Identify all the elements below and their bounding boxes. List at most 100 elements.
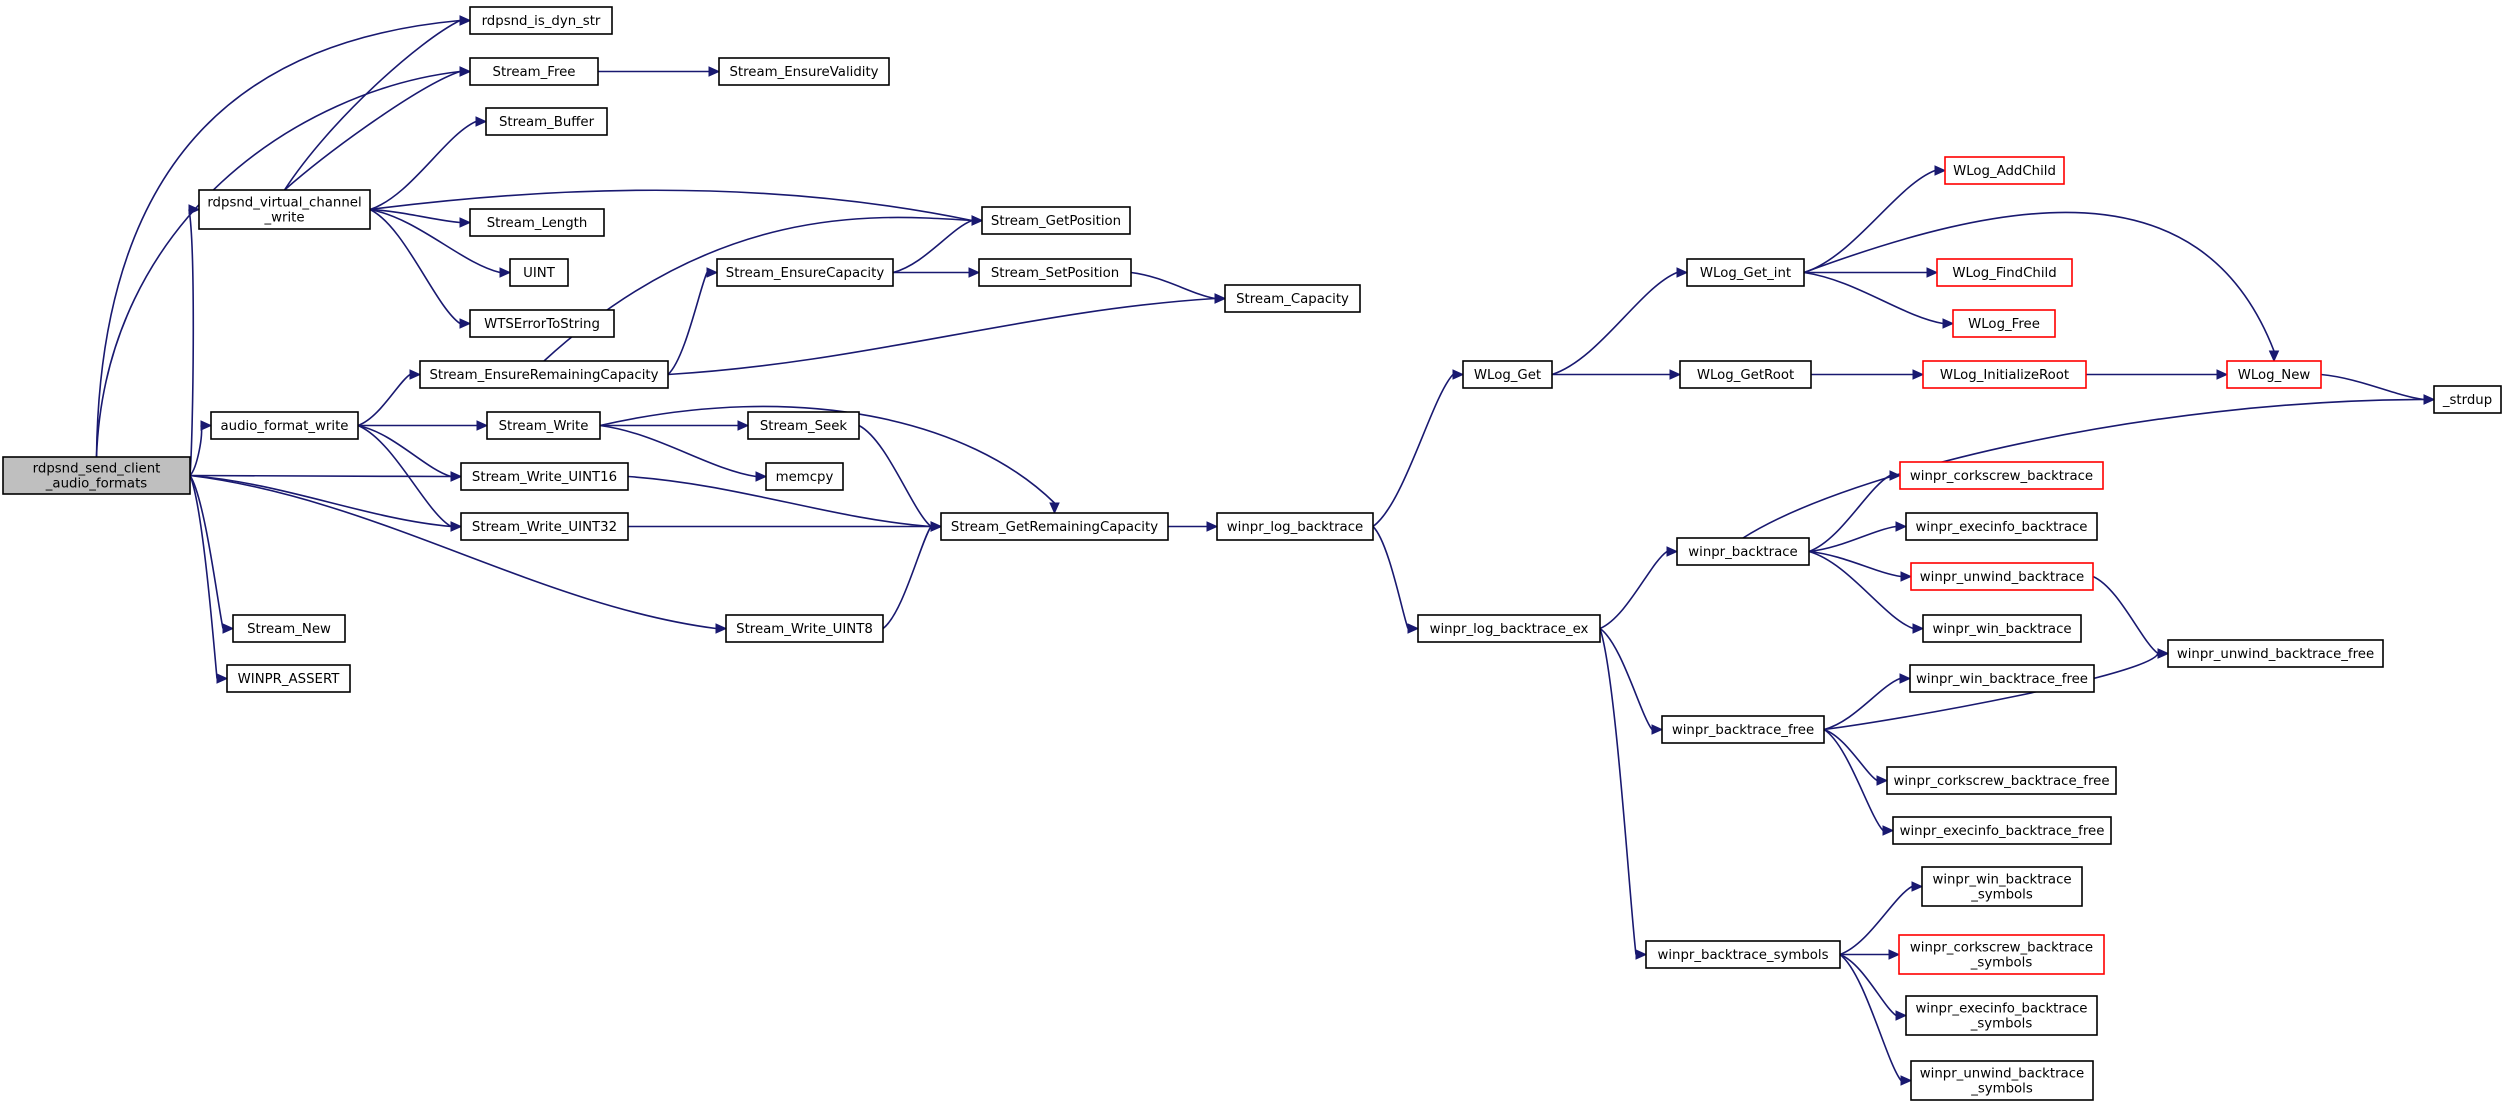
node-getroot[interactable]: WLog_GetRoot (1679, 360, 1812, 389)
node-box (1936, 258, 2073, 287)
node-label: rdpsnd_virtual_channel (207, 196, 361, 211)
edge-arrowhead (1635, 949, 1648, 960)
node-box (1462, 360, 1553, 389)
node-capacity[interactable]: Stream_Capacity (1224, 284, 1361, 313)
node-w16[interactable]: Stream_Write_UINT16 (460, 462, 629, 491)
node-assert[interactable]: WINPR_ASSERT (226, 664, 351, 693)
node-afw[interactable]: audio_format_write (210, 411, 359, 440)
node-unwfree[interactable]: winpr_unwind_backtrace_free (2167, 639, 2384, 668)
node-w8[interactable]: Stream_Write_UINT8 (725, 614, 884, 643)
edge-bt-to-strdup (1742, 394, 2436, 539)
node-strdup[interactable]: _strdup (2433, 385, 2502, 414)
node-logbtex[interactable]: winpr_log_backtrace_ex (1417, 614, 1601, 643)
node-getrem[interactable]: Stream_GetRemainingCapacity (940, 512, 1169, 541)
node-box (2, 456, 191, 495)
edge-root-to-afw (189, 420, 213, 477)
edge-arrowhead (1882, 825, 1895, 836)
node-label: _symbols (1970, 1017, 2033, 1032)
edge-arrowhead (1049, 502, 1060, 515)
node-box (978, 258, 1132, 287)
node-is_dyn[interactable]: rdpsnd_is_dyn_str (469, 6, 613, 35)
node-initroot[interactable]: WLog_InitializeRoot (1922, 360, 2087, 389)
node-wlognew[interactable]: WLog_New (2226, 360, 2322, 389)
node-box (765, 462, 844, 491)
node-unwbt[interactable]: winpr_unwind_backtrace (1910, 562, 2094, 591)
node-length[interactable]: Stream_Length (469, 208, 605, 237)
node-ensurecap[interactable]: Stream_EnsureCapacity (716, 258, 894, 287)
node-seek[interactable]: Stream_Seek (747, 411, 860, 440)
node-execsym[interactable]: winpr_execinfo_backtrace_symbols (1905, 995, 2098, 1036)
edge-logbtex-to-bt (1599, 546, 1679, 630)
edge-root-to-w8 (189, 474, 728, 634)
edge-line (369, 208, 461, 325)
edge-line (1551, 271, 1678, 376)
node-wlogget[interactable]: WLog_Get (1462, 360, 1553, 389)
node-free[interactable]: Stream_Free (469, 57, 599, 86)
edge-seek-to-getrem (858, 424, 943, 532)
node-ensremcap[interactable]: Stream_EnsureRemainingCapacity (419, 360, 669, 389)
node-findchild[interactable]: WLog_FindChild (1936, 258, 2073, 287)
edge-vcw-to-wts (369, 208, 472, 329)
node-label: winpr_unwind_backtrace (1920, 1067, 2084, 1082)
edge-ensremcap-to-ensurecap (667, 267, 719, 376)
edge-line (1599, 628, 1637, 955)
node-btsym[interactable]: winpr_backtrace_symbols (1645, 940, 1841, 969)
edge-swrite-to-memcpy (599, 424, 768, 482)
node-wloggetint[interactable]: WLog_Get_int (1686, 258, 1805, 287)
node-buffer[interactable]: Stream_Buffer (485, 107, 608, 136)
node-setpos[interactable]: Stream_SetPosition (978, 258, 1132, 287)
edge-arrowhead (459, 66, 472, 77)
edge-btfree-to-winfree (1823, 673, 1912, 731)
node-addchild[interactable]: WLog_AddChild (1944, 156, 2065, 185)
node-box (981, 206, 1131, 235)
edge-line (882, 526, 932, 630)
node-execfree[interactable]: winpr_execinfo_backtrace_free (1892, 816, 2112, 845)
node-corksym[interactable]: winpr_corkscrew_backtrace_symbols (1898, 934, 2105, 975)
edge-root-to-free (95, 66, 472, 458)
edge-line (1839, 885, 1913, 956)
node-uint[interactable]: UINT (509, 258, 569, 287)
node-vcw[interactable]: rdpsnd_virtual_channel_write (198, 189, 371, 230)
edge-line (1808, 525, 1897, 553)
node-label: WTSErrorToString (484, 317, 600, 332)
edge-arrowhead (1895, 521, 1908, 532)
node-winfree[interactable]: winpr_win_backtrace_free (1909, 664, 2095, 693)
node-swrite[interactable]: Stream_Write (486, 411, 601, 440)
node-logbt[interactable]: winpr_log_backtrace (1216, 512, 1374, 541)
edge-swrite-to-getrem (599, 405, 1060, 515)
node-corkfree[interactable]: winpr_corkscrew_backtrace_free (1886, 766, 2117, 795)
node-corkbt[interactable]: winpr_corkscrew_backtrace (1899, 461, 2104, 490)
edge-line (2092, 575, 2159, 655)
node-execbt[interactable]: winpr_execinfo_backtrace (1905, 512, 2098, 541)
node-snew[interactable]: Stream_New (232, 614, 346, 643)
node-label: audio_format_write (221, 419, 349, 434)
edge-logbt-to-logbtex (1372, 525, 1420, 634)
node-wlogfree[interactable]: WLog_Free (1952, 309, 2056, 338)
edge-bt-to-corkbt (1808, 470, 1902, 553)
node-memcpy[interactable]: memcpy (765, 462, 844, 491)
node-unwsym[interactable]: winpr_unwind_backtrace_symbols (1910, 1060, 2094, 1101)
node-root[interactable]: rdpsnd_send_client_audio_formats (2, 456, 191, 495)
node-label: rdpsnd_is_dyn_str (482, 14, 601, 29)
edge-arrowhead (1899, 673, 1912, 684)
node-winbt[interactable]: winpr_win_backtrace (1922, 614, 2082, 643)
node-box (1922, 360, 2087, 389)
node-getpos[interactable]: Stream_GetPosition (981, 206, 1131, 235)
node-box (469, 208, 605, 237)
node-ensure_validity[interactable]: Stream_EnsureValidity (718, 57, 890, 86)
edge-line (189, 474, 717, 630)
node-w32[interactable]: Stream_Write_UINT32 (460, 512, 629, 541)
node-bt[interactable]: winpr_backtrace (1676, 537, 1810, 566)
edge-arrowhead (1895, 1010, 1908, 1021)
node-wts[interactable]: WTSErrorToString (469, 309, 615, 338)
node-label: WLog_FindChild (1952, 266, 2056, 281)
edge-btfree-to-corkfree (1823, 728, 1889, 786)
edge-arrowhead (1912, 623, 1925, 634)
node-winsym[interactable]: winpr_win_backtrace_symbols (1921, 866, 2083, 907)
edge-line (369, 208, 501, 274)
edge-line (1808, 550, 1914, 630)
node-btfree[interactable]: winpr_backtrace_free (1661, 715, 1825, 744)
node-box (725, 614, 884, 643)
edge-arrowhead (1669, 369, 1682, 380)
